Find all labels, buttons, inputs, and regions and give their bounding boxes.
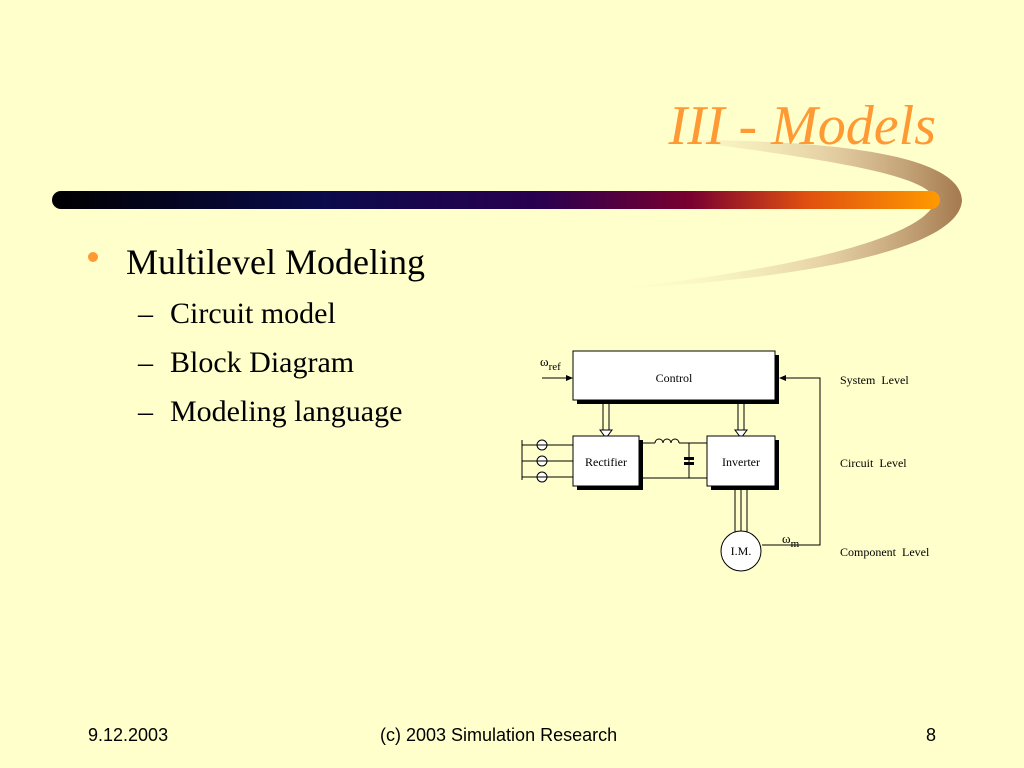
dash: – xyxy=(138,395,153,428)
dash: – xyxy=(138,297,153,330)
dash: – xyxy=(138,346,153,379)
sub-bullet-text: Circuit model xyxy=(170,297,336,330)
sub-bullet-text: Block Diagram xyxy=(170,346,355,379)
sub-bullet-text: Modeling language xyxy=(170,395,403,428)
inverter-label: Inverter xyxy=(722,455,760,469)
omega-ref-label: ωref xyxy=(540,354,561,373)
inverter-block xyxy=(706,435,776,487)
footer-page-number: 8 xyxy=(926,725,937,745)
footer-date: 9.12.2003 xyxy=(88,725,169,745)
ac-source-group xyxy=(521,439,573,483)
slide-title: III - Models xyxy=(668,95,936,157)
induction-motor xyxy=(720,530,762,572)
bullet-dot xyxy=(88,252,98,262)
footer-copyright: (c) 2003 Simulation Research xyxy=(380,725,618,745)
level-label-component: Component Level xyxy=(840,545,930,559)
level-label-system: System Level xyxy=(840,373,909,387)
motor-label: I.M. xyxy=(731,544,752,558)
control-label: Control xyxy=(656,371,693,385)
rectifier-label: Rectifier xyxy=(585,455,627,469)
dc-link xyxy=(639,438,707,479)
omega-m-label: ωm xyxy=(782,531,800,550)
bullet-text: Multilevel Modeling xyxy=(126,242,425,282)
decorative-swoosh xyxy=(52,140,962,290)
level-label-circuit: Circuit Level xyxy=(840,456,907,470)
control-block xyxy=(572,350,776,401)
